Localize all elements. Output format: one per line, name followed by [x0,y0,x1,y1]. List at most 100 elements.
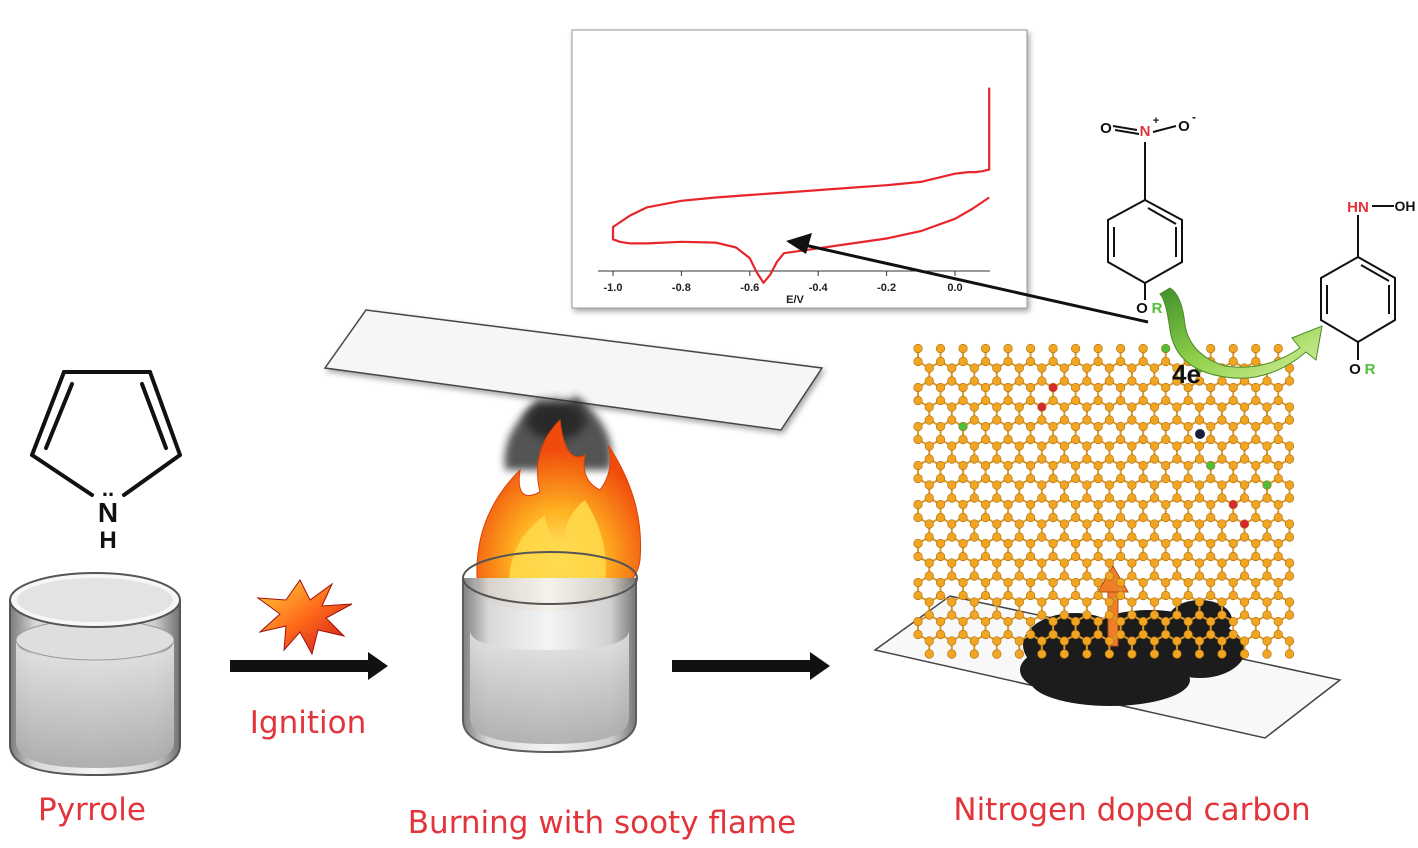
carbon-atom [1273,538,1283,549]
carbon-atom [980,616,991,627]
carbon-atom [1093,473,1103,484]
carbon-atom [969,363,979,373]
carbon-atom [1149,649,1160,659]
carbon-atom [1251,499,1261,510]
carbon-atom [980,499,991,510]
carbon-atom [1037,558,1047,568]
carbon-atom [1217,649,1227,659]
carbon-atom [1127,441,1137,451]
carbon-atom [1127,363,1137,373]
carbon-atom [1194,636,1205,646]
carbon-atom [1037,597,1047,607]
carbon-atom [1093,499,1103,510]
carbon-atom [980,356,991,367]
carbon-atom [1003,538,1013,549]
carbon-atom [992,636,1002,646]
carbon-atom [1003,395,1013,406]
carbon-atom [958,356,968,367]
carbon-atom [1228,421,1238,432]
carbon-atom [1138,499,1148,510]
carbon-atom [1025,395,1036,406]
carbon-atom [1251,629,1261,640]
carbon-atom [1217,454,1227,464]
carbon-atom [1284,480,1295,490]
pointer-arrow [786,233,1149,324]
carbon-atom [924,558,934,568]
carbon-atom [1239,493,1250,503]
carbon-atom [1071,356,1081,367]
carbon-atom [1082,454,1092,464]
carbon-atom [1172,415,1182,425]
carbon-atom [958,551,968,562]
carbon-atom [1228,460,1238,471]
carbon-atom [1037,480,1047,490]
carbon-atom [1217,493,1227,503]
carbon-atom [1104,480,1114,490]
carbon-atom [1003,356,1013,367]
carbon-atom [1071,434,1081,445]
carbon-atom [1138,577,1148,588]
carbon-atom [1093,616,1103,627]
carbon-atom [1082,441,1092,451]
carbon-atom [1183,512,1193,523]
carbon-atom [1284,636,1295,646]
cv-tick-label: -0.8 [672,282,691,294]
carbon-atom [1273,421,1283,432]
carbon-atom [1206,616,1216,627]
carbon-atom [1082,480,1092,490]
carbon-atom [1161,434,1171,445]
carbon-atom [913,382,923,393]
carbon-atom [1082,558,1092,568]
carbon-atom [1239,454,1250,464]
carbon-atom [1239,558,1250,568]
carbon-atom [992,493,1002,503]
carbon-atom [1014,415,1024,425]
carbon-atom [1093,434,1103,445]
pyrrole-nitrogen-label: N [98,497,118,528]
carbon-atom [1273,616,1283,627]
carbon-atom [1025,551,1036,562]
carbon-atom [1014,376,1024,386]
carbon-atom [1071,538,1081,549]
carbon-atom [1284,376,1295,386]
carbon-atom [980,590,991,601]
carbon-atom [1251,590,1261,601]
carbon-atom [1284,610,1295,620]
carbon-atom [935,577,946,588]
carbon-atom [1071,512,1081,523]
carbon-atom [1104,597,1114,607]
carbon-atom [1104,649,1114,659]
carbon-atom [1161,382,1171,393]
carbon-atom [924,402,934,412]
carbon-atom [913,538,923,549]
ignition-burst-icon [256,579,353,656]
carbon-atom [1138,460,1148,471]
carbon-atom [980,421,991,432]
carbon-atom [1149,532,1160,542]
carbon-atom [1284,402,1295,412]
carbon-atom [1082,415,1092,425]
carbon-atom [1206,577,1216,588]
carbon-atom [947,532,957,542]
carbon-atom [1228,343,1238,354]
process-arrow [672,652,830,680]
carbon-atom [935,460,946,471]
carbon-atom [935,512,946,523]
carbon-atom [1116,473,1126,484]
carbon-atom [1284,415,1295,425]
carbon-atom [1194,571,1205,581]
carbon-atom [1025,473,1036,484]
carbon-atom [1003,616,1013,627]
carbon-atom [1239,441,1250,451]
carbon-atom [1116,395,1126,406]
carbon-atom [924,519,934,529]
carbon-atom [969,402,979,412]
carbon-atom [969,636,979,646]
carbon-atom [1059,558,1069,568]
carbon-atom [1273,577,1283,588]
carbon-atom [1082,376,1092,386]
carbon-atom [1161,512,1171,523]
carbon-atom [969,480,979,490]
carbon-atom [1082,519,1092,529]
carbon-atom [1228,629,1238,640]
